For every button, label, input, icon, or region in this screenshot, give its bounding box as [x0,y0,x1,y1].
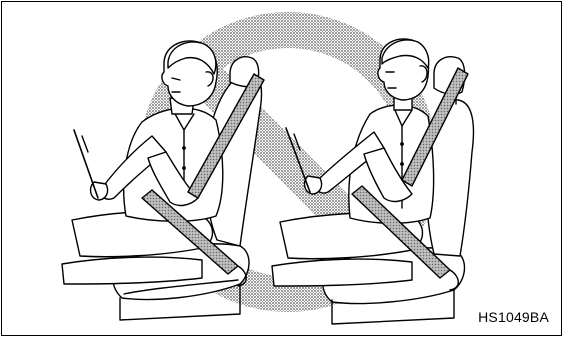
figure-code-label: HS1049BA [478,309,549,325]
reclined-seat-occupant-icon [62,41,264,320]
